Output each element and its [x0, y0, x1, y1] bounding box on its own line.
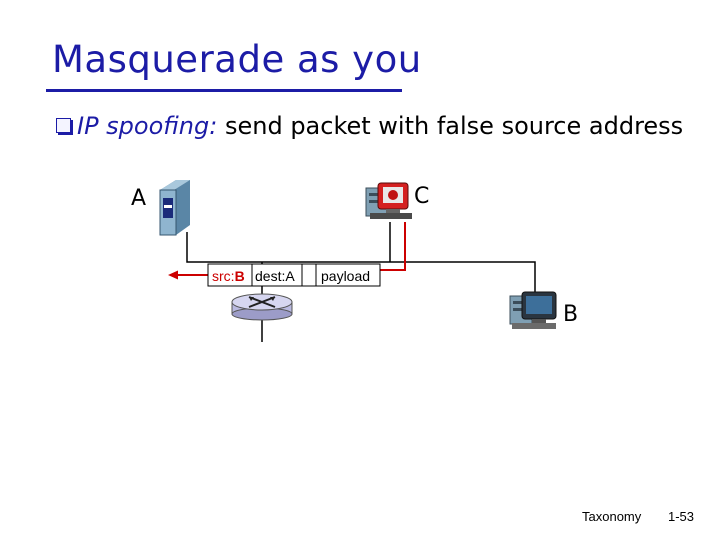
- footer-topic: Taxonomy: [582, 509, 641, 524]
- workstation-icon: [510, 292, 556, 329]
- footer-page-number: 1-53: [668, 509, 694, 524]
- attacker-computer-icon: [366, 183, 412, 219]
- packet-src-field: src:B: [212, 268, 245, 284]
- host-c-label: C: [414, 184, 429, 209]
- spoof-path-from-c: [380, 222, 405, 270]
- host-a-label: A: [131, 186, 146, 211]
- spoofed-packet: src:B dest:A payload: [208, 264, 380, 286]
- packet-payload-field: payload: [321, 268, 370, 284]
- router-icon: [232, 294, 292, 320]
- arrow-head-icon: [168, 271, 178, 280]
- host-b-label: B: [563, 302, 578, 327]
- server-icon: [160, 180, 190, 235]
- packet-dest-field: dest:A: [255, 268, 295, 284]
